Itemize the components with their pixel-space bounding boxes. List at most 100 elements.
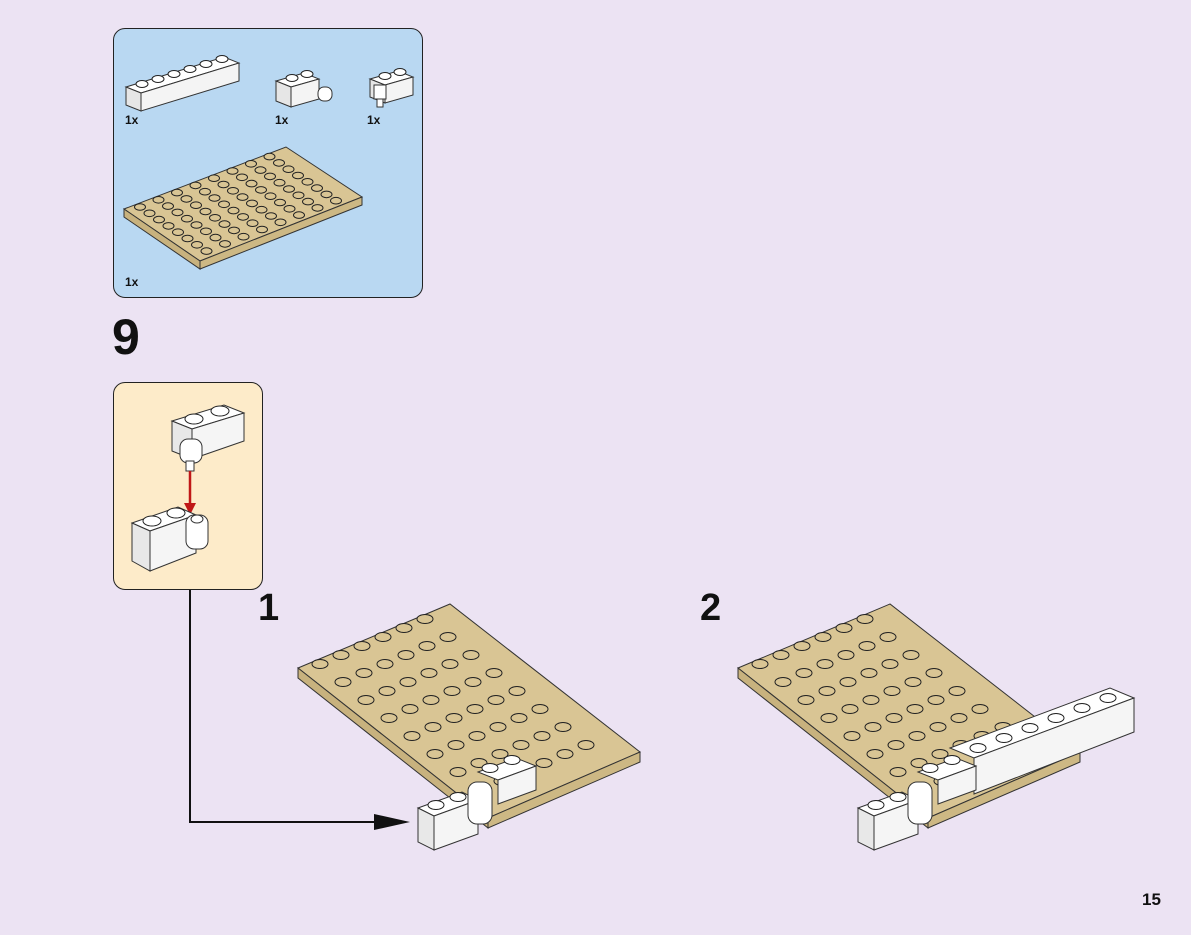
plate-stud [255,186,267,194]
plate-stud [795,668,813,678]
plate-stud [256,225,268,234]
plate-stud [885,713,903,723]
plate-stud [264,192,277,200]
plate-stud [889,767,907,777]
plate-stud [189,181,202,190]
plate-stud [556,749,574,759]
plate-stud [510,713,528,723]
plate-stud [866,749,884,759]
page-number: 15 [1142,890,1161,909]
plate-stud [818,686,836,696]
plate-stud [172,228,184,236]
plate-stud [353,641,371,651]
plate-stud [929,722,947,732]
plate-stud [441,659,459,669]
plate-stud [908,731,926,741]
plate-stud [839,677,857,687]
plate-stud [902,650,920,660]
plate-stud [883,686,901,696]
plate-stud [554,722,572,732]
plate-stud [209,233,222,242]
parts-list-box: 1x 1x 1x 1x [113,28,423,298]
plate-stud [887,740,905,750]
part-quantity: 1x [125,275,139,289]
plate-stud [200,227,212,236]
plate-stud [841,704,859,714]
plate-stud [162,222,175,230]
plate-stud [200,247,213,255]
plate-stud [199,207,212,216]
plate-stud [199,187,211,196]
plate-stud [376,659,394,669]
plate-stud [292,171,304,180]
plate-stud [171,188,183,197]
plate-stud [181,234,194,243]
plate-stud [439,632,457,642]
plate-stud [283,205,296,213]
plate-stud [292,191,305,200]
plate-stud [274,218,287,227]
plate-stud [311,184,323,192]
plate-stud [208,194,221,202]
plate-stud [332,650,350,660]
part-quantity: 1x [367,113,381,127]
plate-stud [171,208,184,217]
plate-stud [420,668,438,678]
plate-stud [925,668,943,678]
plate-stud [797,695,815,705]
plate-stud [820,713,838,723]
plate-stud [143,209,156,218]
plate-stud [180,195,193,203]
plate-stud [864,722,882,732]
plate-stud [236,173,248,182]
plate-stud [254,166,267,174]
plate-stud [273,178,286,187]
plate-stud [263,152,276,161]
plate-stud [245,179,258,188]
plate-stud [533,731,551,741]
plate-stud [508,686,526,696]
plate-stud [395,623,413,633]
plate-stud [403,731,421,741]
plate-stud [237,213,249,221]
plate-stud [772,650,790,660]
plate-stud [512,740,530,750]
plate-stud [491,749,509,759]
plate-stud [468,731,486,741]
plate-stud [485,668,503,678]
plate-stud [190,221,203,229]
plate-stud [378,686,396,696]
plate-stud [858,641,876,651]
plate-stud [535,758,553,768]
plate-stud [447,740,465,750]
plate-stud [531,704,549,714]
plate-stud [971,704,989,714]
plate-stud [856,614,874,624]
part-quantity: 1x [125,113,139,127]
plate-stud [226,167,239,175]
plate-stud [449,767,467,777]
plate-stud [862,695,880,705]
substep-label: 1 [258,587,280,629]
plate-stud [301,178,314,186]
plate-stud [860,668,878,678]
plate-stud [152,196,165,204]
plate-stud [950,713,968,723]
plate-stud [927,695,945,705]
plate-stud [906,704,924,714]
plate-stud [374,632,392,642]
subassembly-illustration [130,404,246,572]
plate-stud [162,202,174,210]
plate-stud [380,713,398,723]
plate-stud [399,677,417,687]
subassembly-callout [113,382,263,590]
plate-stud [255,205,268,214]
plate-stud [931,749,949,759]
plate-stud [153,215,165,224]
plate-stud [793,641,811,651]
part-white-brick-1x6 [124,55,241,112]
part-quantity: 1x [275,113,289,127]
plate-stud [881,659,899,669]
plate-stud [330,196,342,205]
